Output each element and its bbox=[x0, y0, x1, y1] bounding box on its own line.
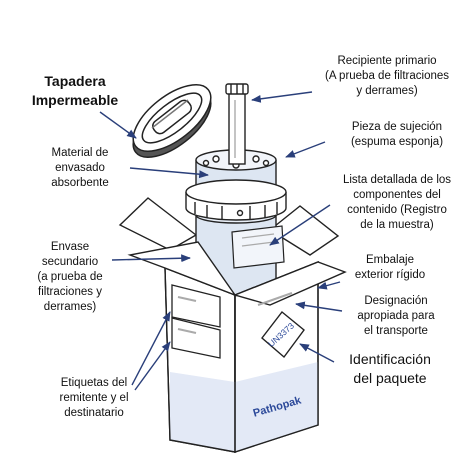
label-primary: Recipiente primario (A prueba de filtrac… bbox=[302, 54, 472, 99]
label-sender-labels: Etiquetas del remitente y el destinatari… bbox=[34, 376, 154, 421]
primary-tube bbox=[226, 84, 248, 164]
secondary-collar bbox=[186, 180, 286, 220]
label-lid: Tapadera Impermeable bbox=[20, 72, 130, 110]
label-list: Lista detallada de los componentes del c… bbox=[320, 173, 474, 233]
label-absorbent: Material de envasado absorbente bbox=[32, 146, 128, 191]
specimen-list-paper bbox=[232, 226, 284, 268]
label-designation: Designación apropiada para el transporte bbox=[330, 294, 462, 339]
label-holder: Pieza de sujeción (espuma esponja) bbox=[322, 120, 472, 150]
label-identification: Identificación del paquete bbox=[328, 350, 452, 388]
label-outer: Embalaje exterior rígido bbox=[332, 253, 448, 283]
label-secondary: Envase secundario (a prueba de filtracio… bbox=[18, 240, 122, 315]
sender-receiver-labels bbox=[172, 285, 220, 358]
